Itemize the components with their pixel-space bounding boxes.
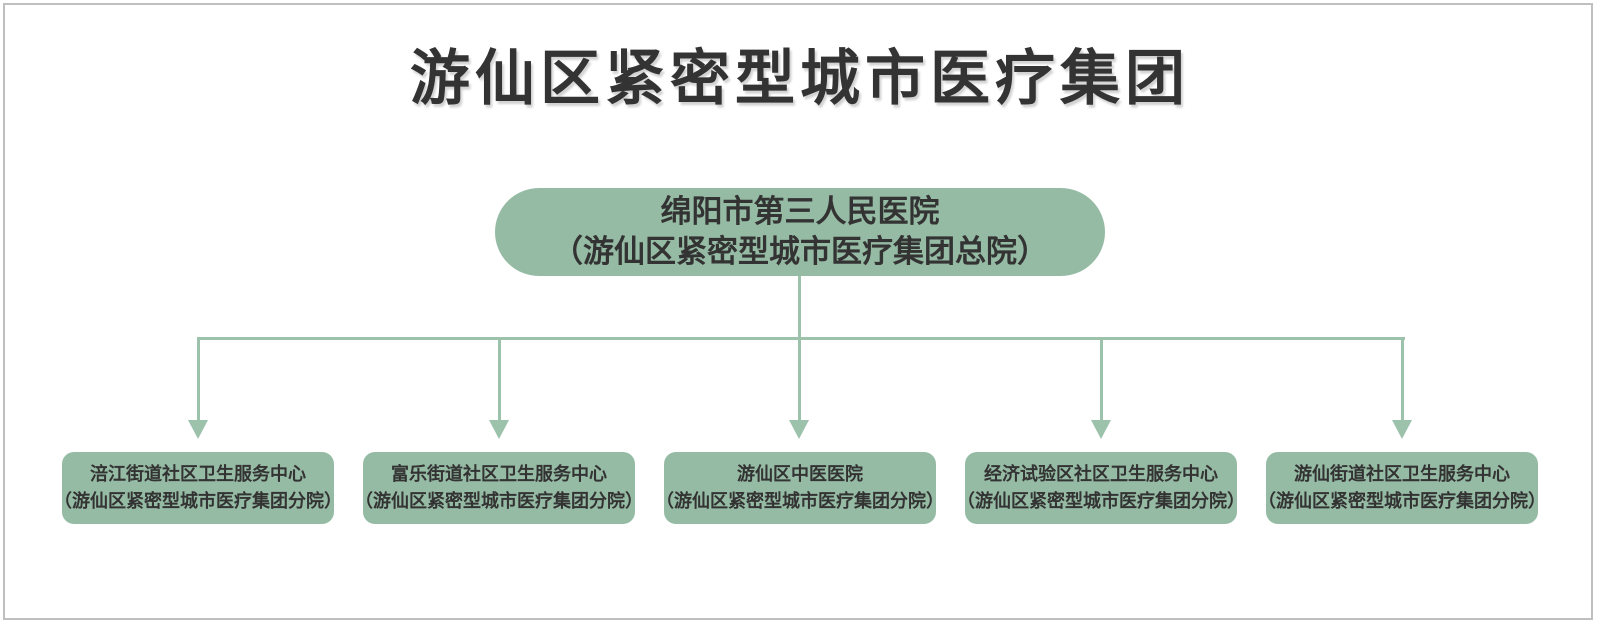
connector-stem — [798, 276, 801, 339]
org-node-branch-youxian-street: 游仙街道社区卫生服务中心 （游仙区紧密型城市医疗集团分院） — [1258, 452, 1546, 524]
arrow-down-icon — [1392, 420, 1412, 439]
arrow-down-icon — [789, 420, 809, 439]
org-node-subtitle: （游仙区紧密型城市医疗集团分院） — [54, 491, 342, 511]
connector-drop-3 — [798, 337, 801, 421]
org-node-subtitle: （游仙区紧密型城市医疗集团分院） — [957, 491, 1245, 511]
org-node-branch-fujiang: 涪江街道社区卫生服务中心 （游仙区紧密型城市医疗集团分院） — [54, 452, 342, 524]
org-node-name: 游仙区中医医院 — [737, 464, 863, 484]
arrow-down-icon — [489, 420, 509, 439]
org-node-name: 游仙街道社区卫生服务中心 — [1294, 464, 1510, 484]
org-node-subtitle: （游仙区紧密型城市医疗集团总院） — [552, 234, 1048, 269]
org-node-name: 富乐街道社区卫生服务中心 — [391, 464, 607, 484]
org-node-subtitle: （游仙区紧密型城市医疗集团分院） — [355, 491, 643, 511]
org-node-subtitle: （游仙区紧密型城市医疗集团分院） — [1258, 491, 1546, 511]
org-node-name: 绵阳市第三人民医院 — [660, 194, 940, 229]
connector-drop-2 — [498, 337, 501, 421]
org-node-headquarters: 绵阳市第三人民医院 （游仙区紧密型城市医疗集团总院） — [495, 188, 1105, 276]
org-node-subtitle: （游仙区紧密型城市医疗集团分院） — [656, 491, 944, 511]
arrow-down-icon — [1091, 420, 1111, 439]
chart-title: 游仙区紧密型城市医疗集团 — [410, 45, 1190, 112]
org-node-name: 涪江街道社区卫生服务中心 — [90, 464, 306, 484]
org-node-branch-economic-zone: 经济试验区社区卫生服务中心 （游仙区紧密型城市医疗集团分院） — [957, 452, 1245, 524]
arrow-down-icon — [188, 420, 208, 439]
connector-drop-1 — [197, 337, 200, 421]
connector-drop-4 — [1100, 337, 1103, 421]
connector-crossbar — [197, 337, 1405, 340]
org-node-name: 经济试验区社区卫生服务中心 — [984, 464, 1218, 484]
org-node-branch-tcm-hospital: 游仙区中医医院 （游仙区紧密型城市医疗集团分院） — [656, 452, 944, 524]
org-node-branch-fule: 富乐街道社区卫生服务中心 （游仙区紧密型城市医疗集团分院） — [355, 452, 643, 524]
connector-drop-5 — [1401, 337, 1404, 421]
